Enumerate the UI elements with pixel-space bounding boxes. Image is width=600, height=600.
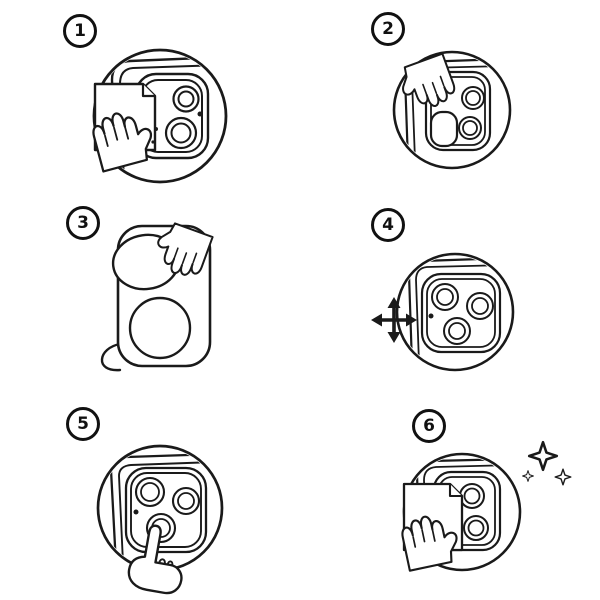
wipe-camera-illustration	[88, 48, 228, 184]
step-number: 3	[77, 213, 89, 233]
flash-dot	[133, 509, 139, 515]
peel-protector-sheet-illustration	[100, 219, 214, 372]
flash-dot	[197, 111, 203, 117]
camera-lens	[443, 317, 471, 345]
peel-film-illustration	[392, 50, 512, 170]
step-number: 5	[77, 414, 89, 434]
step-6: 6	[300, 400, 600, 600]
camera-lens	[431, 283, 459, 311]
camera-lens	[164, 116, 198, 150]
step-number: 6	[423, 416, 435, 436]
step-2: 2	[300, 0, 600, 200]
final-wipe-illustration	[398, 440, 572, 572]
step-number: 4	[382, 215, 394, 235]
phone-corner	[407, 256, 511, 366]
peel-curl	[100, 342, 122, 372]
camera-lens	[466, 292, 494, 320]
camera-lens	[463, 515, 489, 541]
step-number-badge: 2	[371, 12, 405, 46]
step-5: 5	[0, 400, 300, 600]
protector-disc-bottom	[128, 296, 192, 360]
step-number-badge: 5	[66, 407, 100, 441]
flash-dot	[428, 313, 434, 319]
align-protector-illustration	[371, 252, 515, 372]
step-number-badge: 1	[63, 14, 97, 48]
camera-lens	[172, 85, 200, 113]
step-4: 4	[300, 200, 600, 400]
step-number: 1	[74, 21, 86, 41]
lens-protector-piece	[429, 110, 459, 148]
step-number-badge: 6	[412, 409, 446, 443]
step-1: 1	[0, 0, 300, 200]
step-number: 2	[382, 19, 394, 39]
camera-lens	[171, 486, 201, 516]
phone-corner	[109, 452, 219, 566]
step-number-badge: 4	[371, 208, 405, 242]
sparkles-icon	[522, 440, 572, 486]
step-3: 3	[0, 200, 300, 400]
camera-module	[420, 272, 502, 354]
step-number-badge: 3	[66, 206, 100, 240]
press-lens-illustration	[96, 444, 224, 597]
camera-module	[124, 466, 208, 554]
